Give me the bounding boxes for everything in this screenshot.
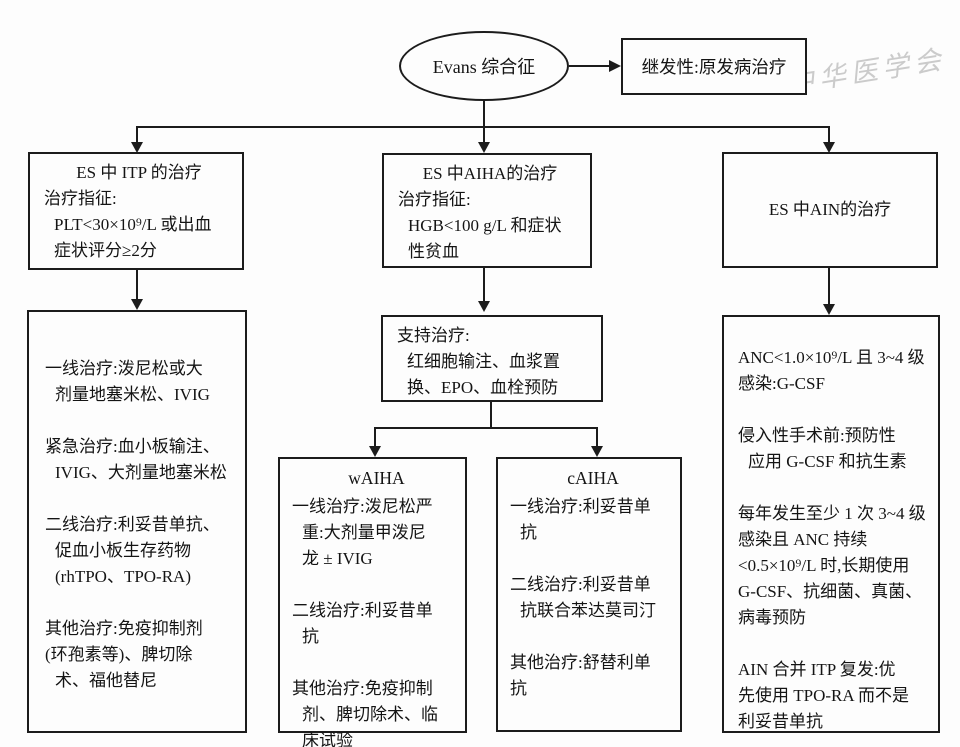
text-line: PLT<30×10⁹/L 或出血: [54, 215, 212, 234]
node-waiha: wAIHA 一线治疗:泼尼松严 重:大剂量甲泼尼 龙 ± IVIG 二线治疗:利…: [278, 457, 467, 747]
text-line: 侵入性手术前:预防性: [738, 426, 896, 445]
text-line: 病毒预防: [738, 608, 806, 627]
node-caiha: cAIHA 一线治疗:利妥昔单 抗 二线治疗:利妥昔单 抗联合苯达莫司汀 其他治…: [496, 457, 682, 732]
node-aiha-supportive: 支持治疗: 红细胞输注、血浆置 换、EPO、血栓预防: [381, 315, 603, 402]
blank-line: [510, 624, 676, 650]
text-line: 红细胞输注、血浆置: [407, 352, 560, 371]
text-line: 剂、脾切除术、临: [302, 705, 438, 724]
text-line: 性贫血: [408, 242, 459, 261]
blank-line: [292, 572, 461, 598]
connector-itp-down: [131, 270, 143, 310]
text-line: 一线治疗:泼尼松或大: [45, 359, 203, 378]
text-line: 其他治疗:免疫抑制: [292, 679, 433, 698]
text-line: 抗: [302, 627, 319, 646]
node-ain-treatment-label: ES 中AIN的治疗: [768, 200, 892, 219]
text-line: 抗: [520, 523, 537, 542]
blank-line: [45, 590, 241, 616]
text-line: HGB<100 g/L 和症状: [408, 216, 562, 235]
text-line: 应用 G-CSF 和抗生素: [748, 452, 907, 471]
node-itp-treatments: 一线治疗:泼尼松或大 剂量地塞米松、IVIG 紧急治疗:血小板输注、 IVIG、…: [27, 310, 247, 733]
text-line: 一线治疗:利妥昔单: [510, 497, 651, 516]
text-line: 龙 ± IVIG: [302, 549, 373, 568]
node-ain-treatments: ANC<1.0×10⁹/L 且 3~4 级 感染:G-CSF 侵入性手术前:预防…: [722, 315, 940, 733]
text-line: (环孢素等)、脾切除: [45, 645, 193, 664]
node-secondary-es-label: 继发性:原发病治疗: [641, 56, 787, 77]
text-line: 二线治疗:利妥昔单抗、: [45, 515, 220, 534]
text-line: 感染且 ANC 持续: [738, 530, 868, 549]
connector-aiha-down: [478, 268, 490, 312]
text-line: 支持治疗:: [397, 326, 470, 345]
text-line: 紧急治疗:血小板输注、: [45, 437, 220, 456]
text-line: 术、福他替尼: [55, 671, 157, 690]
text-line: 剂量地塞米松、IVIG: [55, 385, 210, 404]
text-line: 治疗指征:: [398, 190, 471, 209]
text-line: 抗联合苯达莫司汀: [520, 601, 656, 620]
text-line: 重:大剂量甲泼尼: [302, 523, 426, 542]
text-line: 治疗指征:: [44, 189, 117, 208]
text-line: 床试验: [302, 731, 353, 747]
node-ain-treatment: ES 中AIN的治疗: [722, 152, 938, 268]
text-line: 其他治疗:舒替利单: [510, 653, 651, 672]
text-line: 利妥昔单抗: [738, 712, 823, 731]
text-line: ANC<1.0×10⁹/L 且 3~4 级: [738, 348, 925, 367]
text-line: G-CSF、抗细菌、真菌、: [738, 582, 923, 601]
blank-line: [292, 650, 461, 676]
text-line: 其他治疗:免疫抑制剂: [45, 619, 203, 638]
connector-root-branches: [131, 100, 835, 153]
text-line: 先使用 TPO-RA 而不是: [738, 686, 909, 705]
node-caiha-title: cAIHA: [567, 468, 619, 488]
text-line: IVIG、大剂量地塞米松: [55, 463, 227, 482]
text-line: 二线治疗:利妥昔单: [510, 575, 651, 594]
text-line: 感染:G-CSF: [738, 374, 825, 393]
text-line: AIN 合并 ITP 复发:优: [738, 660, 896, 679]
node-evans-syndrome-label: Evans 综合征: [432, 57, 536, 77]
text-line: 抗: [510, 679, 527, 698]
node-secondary-es: 继发性:原发病治疗: [621, 38, 807, 95]
node-evans-syndrome: Evans 综合征: [399, 31, 569, 101]
text-line: 促血小板生存药物: [55, 541, 191, 560]
node-aiha-indication-title: ES 中AIHA的治疗: [422, 164, 558, 183]
text-line: 每年发生至少 1 次 3~4 级: [738, 504, 926, 523]
node-itp-indication: ES 中 ITP 的治疗 治疗指征: PLT<30×10⁹/L 或出血 症状评分…: [28, 152, 244, 270]
text-line: (rhTPO、TPO-RA): [55, 567, 191, 586]
connector-root-secondary: [569, 60, 621, 72]
text-line: 二线治疗:利妥昔单: [292, 601, 433, 620]
connector-ain-down: [823, 268, 835, 315]
blank-line: [738, 631, 934, 657]
blank-line: [738, 475, 934, 501]
blank-line: [510, 546, 676, 572]
node-aiha-indication: ES 中AIHA的治疗 治疗指征: HGB<100 g/L 和症状 性贫血: [382, 153, 592, 268]
text-line: 换、EPO、血栓预防: [407, 378, 559, 397]
text-line: <0.5×10⁹/L 时,长期使用: [738, 556, 910, 575]
connector-support-split: [369, 402, 603, 457]
blank-line: [738, 397, 934, 423]
node-waiha-title: wAIHA: [348, 468, 405, 488]
node-itp-indication-title: ES 中 ITP 的治疗: [76, 163, 202, 182]
text-line: 一线治疗:泼尼松严: [292, 497, 433, 516]
blank-line: [45, 408, 241, 434]
blank-line: [45, 486, 241, 512]
text-line: 症状评分≥2分: [54, 241, 157, 260]
